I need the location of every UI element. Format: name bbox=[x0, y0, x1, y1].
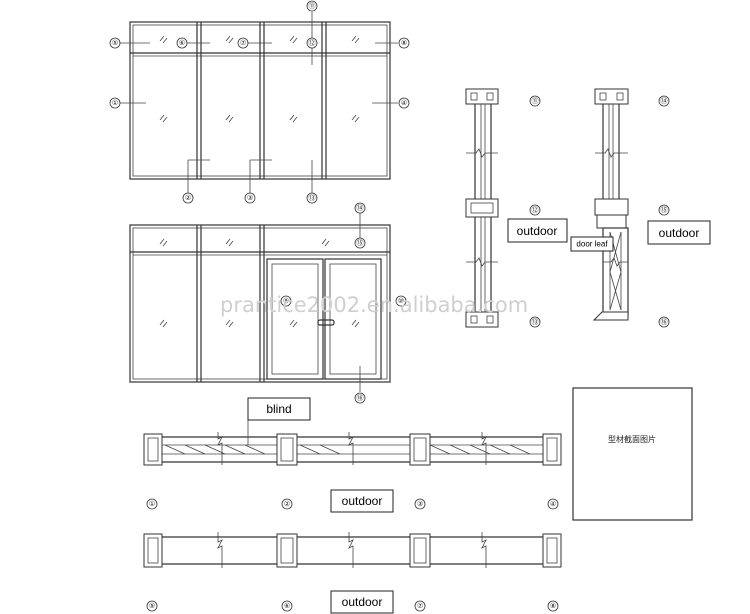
outdoor-label-2: outdoor bbox=[647, 220, 711, 245]
callout-14-a: ⑭ bbox=[354, 202, 366, 214]
blind-label: blind bbox=[247, 397, 311, 421]
svg-text:outdoor: outdoor bbox=[659, 226, 700, 240]
svg-text:⑫: ⑫ bbox=[309, 39, 316, 47]
profile-photo-placeholder: 型材截面图片 bbox=[572, 387, 693, 521]
callout-5-b: ⑤ bbox=[146, 600, 158, 612]
callout-6: ⑥ bbox=[176, 37, 188, 49]
horizontal-section-blind bbox=[143, 420, 562, 466]
svg-text:⑬: ⑬ bbox=[532, 318, 539, 326]
callout-numbers: ⑪ ⑤ ⑥ ⑦ ⑫ ⑧ ① ④ ② ③ ⑬ ⑭ ⑮ ⑨ ⑩ ⑯ ⑪ ⑫ ⑬ ⑭ … bbox=[109, 0, 670, 612]
callout-12-a: ⑫ bbox=[306, 37, 318, 49]
svg-text:⑪: ⑪ bbox=[309, 2, 316, 10]
svg-text:⑩: ⑩ bbox=[398, 297, 404, 305]
callout-13-b: ⑬ bbox=[529, 316, 541, 328]
callout-16-b: ⑯ bbox=[658, 316, 670, 328]
outdoor-label-4: outdoor bbox=[330, 590, 394, 614]
svg-text:⑮: ⑮ bbox=[661, 206, 668, 214]
svg-text:⑯: ⑯ bbox=[357, 394, 364, 402]
callout-11: ⑪ bbox=[306, 0, 318, 12]
window-elevation bbox=[120, 12, 398, 194]
callout-11-b: ⑪ bbox=[529, 95, 541, 107]
callout-2-b: ② bbox=[281, 498, 293, 510]
svg-text:③: ③ bbox=[247, 194, 253, 202]
svg-text:blind: blind bbox=[266, 402, 291, 416]
callout-8-b: ⑧ bbox=[547, 600, 559, 612]
svg-text:outdoor: outdoor bbox=[342, 595, 383, 609]
svg-text:⑭: ⑭ bbox=[357, 204, 364, 212]
svg-text:⑥: ⑥ bbox=[284, 602, 290, 610]
callout-3-a: ③ bbox=[244, 192, 256, 204]
callout-7: ⑦ bbox=[237, 37, 249, 49]
horizontal-section-plain bbox=[143, 532, 562, 568]
svg-text:①: ① bbox=[112, 99, 118, 107]
callout-15-a: ⑮ bbox=[354, 237, 366, 249]
door-elevation bbox=[129, 212, 391, 392]
callout-3-b: ③ bbox=[414, 498, 426, 510]
svg-text:③: ③ bbox=[417, 500, 423, 508]
photo-placeholder-text: 型材截面图片 bbox=[608, 434, 656, 444]
svg-text:②: ② bbox=[185, 194, 191, 202]
callout-10: ⑩ bbox=[395, 295, 407, 307]
callout-14-b: ⑭ bbox=[658, 95, 670, 107]
svg-text:outdoor: outdoor bbox=[517, 224, 558, 238]
door-leaf-label: door leaf bbox=[570, 236, 614, 252]
svg-text:outdoor: outdoor bbox=[342, 494, 383, 508]
callout-8: ⑧ bbox=[398, 37, 410, 49]
svg-text:⑫: ⑫ bbox=[532, 206, 539, 214]
svg-text:⑨: ⑨ bbox=[283, 297, 289, 305]
svg-text:⑧: ⑧ bbox=[401, 39, 407, 47]
callout-1-a: ① bbox=[109, 97, 121, 109]
callout-6-b: ⑥ bbox=[281, 600, 293, 612]
svg-text:door leaf: door leaf bbox=[576, 240, 608, 249]
svg-text:⑯: ⑯ bbox=[661, 318, 668, 326]
outdoor-label-1: outdoor bbox=[507, 218, 568, 243]
svg-text:④: ④ bbox=[401, 99, 407, 107]
callout-12-b: ⑫ bbox=[529, 204, 541, 216]
outdoor-label-3: outdoor bbox=[330, 489, 394, 513]
callout-16-a: ⑯ bbox=[354, 392, 366, 404]
svg-text:⑦: ⑦ bbox=[240, 39, 246, 47]
vertical-section-fixed bbox=[465, 88, 499, 328]
watermark: prantice2002.en.alibaba.com bbox=[220, 293, 528, 317]
svg-text:⑦: ⑦ bbox=[417, 602, 423, 610]
svg-text:⑤: ⑤ bbox=[112, 39, 118, 47]
svg-text:⑤: ⑤ bbox=[149, 602, 155, 610]
callout-5: ⑤ bbox=[109, 37, 121, 49]
svg-text:⑥: ⑥ bbox=[179, 39, 185, 47]
svg-text:④: ④ bbox=[550, 500, 556, 508]
svg-text:⑭: ⑭ bbox=[661, 97, 668, 105]
callout-13-a: ⑬ bbox=[306, 192, 318, 204]
svg-text:⑪: ⑪ bbox=[532, 97, 539, 105]
callout-1-b: ① bbox=[146, 498, 158, 510]
svg-text:②: ② bbox=[284, 500, 290, 508]
svg-text:⑮: ⑮ bbox=[357, 239, 364, 247]
svg-text:⑬: ⑬ bbox=[309, 194, 316, 202]
callout-15-b: ⑮ bbox=[658, 204, 670, 216]
callout-2-a: ② bbox=[182, 192, 194, 204]
svg-text:①: ① bbox=[149, 500, 155, 508]
callout-4-b: ④ bbox=[547, 498, 559, 510]
svg-text:⑧: ⑧ bbox=[550, 602, 556, 610]
callout-9: ⑨ bbox=[280, 295, 292, 307]
callout-7-b: ⑦ bbox=[414, 600, 426, 612]
callout-4-a: ④ bbox=[398, 97, 410, 109]
vertical-section-door bbox=[592, 88, 629, 321]
